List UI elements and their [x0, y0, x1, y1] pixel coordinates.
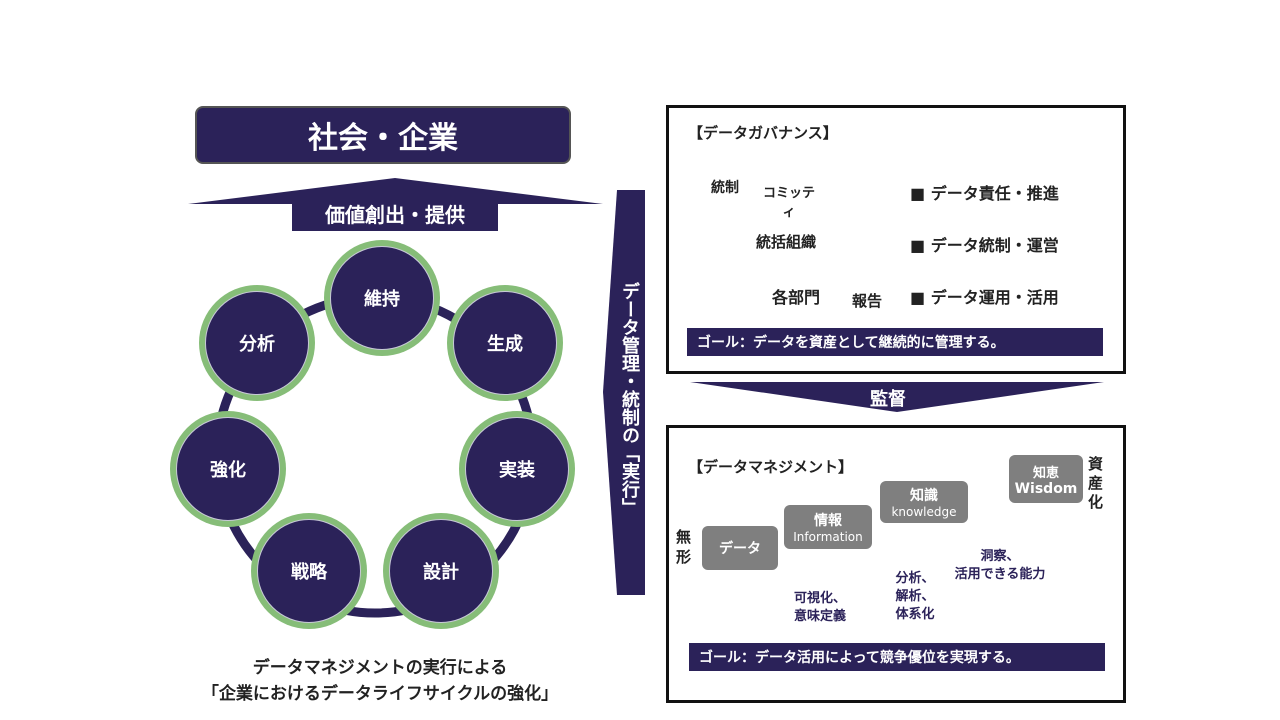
note-analyze: 分析、 解析、 体系化 [895, 571, 935, 622]
control-label: 統制 [711, 180, 739, 196]
intangible-label: 無形 [676, 528, 692, 566]
management-title: 【データマネジメント】 [688, 458, 854, 476]
cycle-generate: 生成 [447, 285, 563, 401]
role-control: ■ データ統制・運営 [910, 236, 1059, 255]
cycle-implement: 実装 [459, 411, 575, 527]
cycle-strengthen: 強化 [170, 411, 286, 527]
management-goal: ゴール：データ活用によって競争優位を実現する。 [689, 643, 1105, 671]
role-usage: ■ データ運用・活用 [910, 288, 1059, 307]
pyramid-departments: 各部門 [771, 288, 820, 307]
note-visualize: 可視化、 意味定義 [793, 591, 846, 624]
caption: データマネジメントの実行による 「企業におけるデータライフサイクルの強化」 [201, 658, 559, 704]
pyramid-committee: コミッティ [762, 186, 815, 220]
report-label: 報告 [852, 292, 883, 310]
oversight-label: 監督 [870, 389, 906, 410]
asset-label: 資産化 [1088, 455, 1104, 511]
role-responsibility: ■ データ責任・推進 [910, 184, 1059, 203]
note-insight: 洞察、 活用できる能力 [954, 549, 1046, 582]
governance-goal: ゴール：データを資産として継続的に管理する。 [687, 328, 1103, 356]
oversight-arrow [690, 382, 1104, 412]
cycle-maintain: 維持 [324, 240, 440, 356]
governance-title: 【データガバナンス】 [688, 124, 838, 142]
value-arrow [188, 178, 603, 204]
cycle-analyze: 分析 [199, 285, 315, 401]
society-enterprise-title: 社会・企業 [195, 106, 571, 164]
cycle-design: 設計 [383, 513, 499, 629]
vertical-banner-shape [603, 190, 645, 595]
step-data: データ [702, 526, 778, 570]
cycle-strategy: 戦略 [251, 513, 367, 629]
pyramid-central: 統括組織 [755, 233, 816, 251]
vertical-banner-label: データ管理・統制の「実行」 [619, 282, 640, 516]
value-creation-label: 価値創出・提供 [292, 195, 498, 231]
